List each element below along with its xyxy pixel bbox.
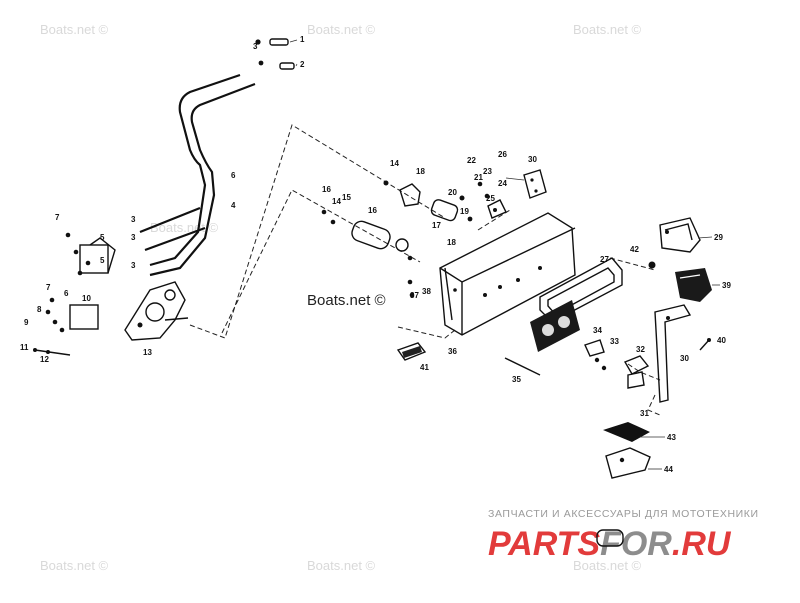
callout-39: 39 — [722, 281, 731, 290]
cable-4 — [139, 73, 256, 277]
callout-31: 31 — [640, 409, 649, 418]
callout-16: 16 — [322, 185, 331, 194]
callout-17: 17 — [432, 221, 441, 230]
callout-23: 23 — [483, 167, 492, 176]
callout-18: 18 — [416, 167, 425, 176]
callout-5: 5 — [100, 233, 105, 242]
switch-parts-20-25 — [459, 181, 507, 219]
clip-33-34 — [584, 339, 607, 371]
callout-18: 18 — [447, 238, 456, 247]
callout-26b: 30 — [528, 155, 537, 164]
watermark: Boats.net © — [573, 558, 642, 573]
callout-42: 42 — [630, 245, 639, 254]
callout-2: 2 — [300, 60, 305, 69]
callout-16: 16 — [368, 206, 377, 215]
callout-20: 20 — [448, 188, 457, 197]
callout-3: 3 — [253, 42, 258, 51]
watermark: Boats.net © — [40, 22, 109, 37]
bracket-10 — [45, 297, 99, 333]
callout-26: 26 — [498, 150, 507, 159]
watermark: Boats.net © — [307, 22, 376, 37]
callout-29: 29 — [714, 233, 723, 242]
callout-14: 14 — [390, 159, 399, 168]
callout-38: 38 — [422, 287, 431, 296]
panel-28 — [530, 300, 580, 352]
cover-29 — [659, 217, 713, 253]
shop-logo: PARTSFOR.RU — [488, 525, 732, 563]
callout-7: 7 — [46, 283, 51, 292]
callout-11: 11 — [20, 343, 29, 352]
bracket-41 — [396, 342, 427, 361]
center-watermark: Boats.net © — [307, 292, 386, 309]
callout-33: 33 — [610, 337, 619, 346]
callout-labels: 1 2 3 3 3 3 4 5 5 6 6 7 7 8 9 10 11 12 1… — [20, 35, 731, 474]
switch-assembly-19 — [383, 180, 473, 222]
assembly-guide-lines — [189, 124, 661, 416]
callout-19: 19 — [460, 207, 469, 216]
callout-4: 4 — [231, 201, 236, 210]
pedal-base-44 — [605, 447, 662, 479]
callout-21: 21 — [474, 173, 483, 182]
callout-24: 24 — [498, 179, 507, 188]
callout-44: 44 — [664, 465, 673, 474]
callout-34: 34 — [593, 326, 602, 335]
shop-subtitle: ЗАПЧАСТИ И АКСЕССУАРЫ ДЛЯ МОТОТЕХНИКИ — [488, 508, 759, 520]
pedal-pad-43 — [603, 422, 665, 442]
lever-mechanism-13 — [124, 281, 189, 341]
callout-30: 30 — [680, 354, 689, 363]
pin-35 — [504, 357, 541, 376]
screws-37-38 — [407, 279, 415, 298]
callout-3: 3 — [131, 233, 136, 242]
switch-39 — [675, 268, 720, 302]
gasket-27 — [539, 257, 623, 323]
callout-14: 14 — [332, 197, 341, 206]
callout-3: 3 — [131, 215, 136, 224]
callout-9: 9 — [24, 318, 29, 327]
pin-1 — [255, 38, 298, 46]
callout-22: 22 — [467, 156, 476, 165]
control-box-36 — [439, 212, 576, 336]
callout-15: 15 — [342, 193, 351, 202]
clamp-32 — [623, 355, 650, 389]
bracket-5 — [65, 232, 116, 276]
screw-42 — [648, 261, 656, 269]
callout-6: 6 — [231, 171, 236, 180]
callout-40: 40 — [717, 336, 726, 345]
watermark: Boats.net © — [150, 220, 219, 235]
callout-12: 12 — [40, 355, 49, 364]
callout-35: 35 — [512, 375, 521, 384]
callout-27: 27 — [600, 255, 609, 264]
callout-1: 1 — [300, 35, 305, 44]
callout-8: 8 — [37, 305, 42, 314]
lever-arm-30 — [654, 304, 711, 403]
callout-43: 43 — [667, 433, 676, 442]
callout-7: 7 — [55, 213, 60, 222]
switch-16 — [321, 209, 413, 261]
rod-12 — [33, 348, 71, 356]
watermark: Boats.net © — [307, 558, 376, 573]
callout-5: 5 — [100, 256, 105, 265]
pin-2 — [258, 60, 298, 70]
pedal-foot — [596, 529, 624, 547]
callout-6: 6 — [64, 289, 69, 298]
callout-13: 13 — [143, 348, 152, 357]
callout-25: 25 — [486, 194, 495, 203]
callout-37: 37 — [410, 291, 419, 300]
shop-banner: ЗАПЧАСТИ И АКСЕССУАРЫ ДЛЯ МОТОТЕХНИКИ PA… — [488, 508, 759, 563]
watermark: Boats.net © — [40, 558, 109, 573]
callout-36: 36 — [448, 347, 457, 356]
plate-26 — [505, 169, 547, 199]
callout-41: 41 — [420, 363, 429, 372]
callout-32: 32 — [636, 345, 645, 354]
callout-3: 3 — [131, 261, 136, 270]
callout-10: 10 — [82, 294, 91, 303]
watermark: Boats.net © — [573, 22, 642, 37]
